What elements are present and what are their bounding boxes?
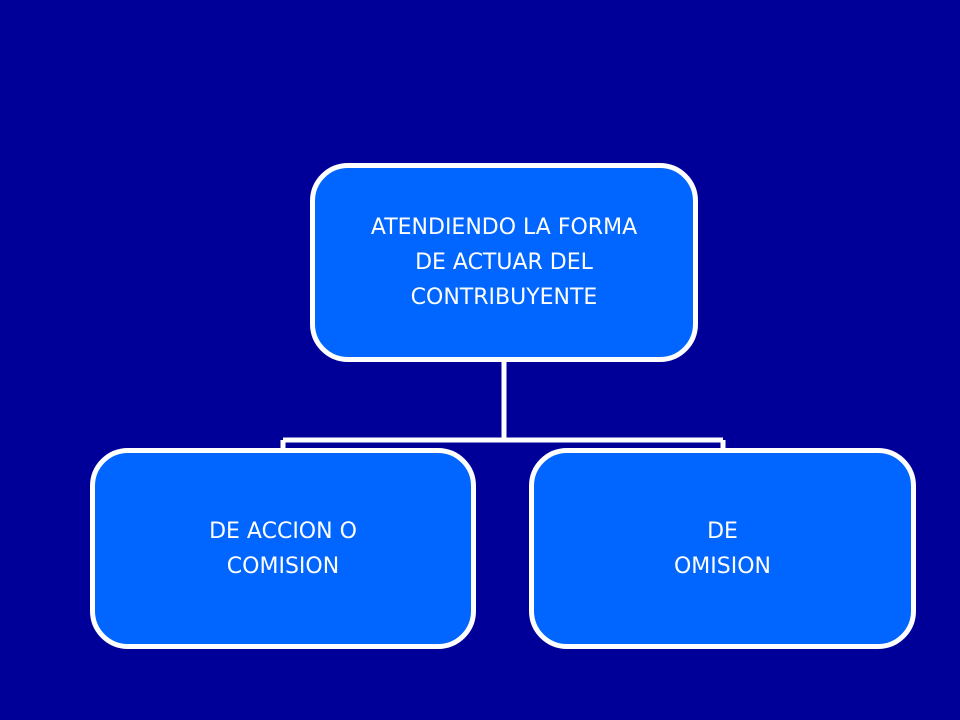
root-node-label: ATENDIENDO LA FORMA DE ACTUAR DEL CONTRI… [370, 215, 638, 310]
child-node-label-right: DE OMISION [673, 518, 771, 579]
child-node-omision: DE OMISION [529, 448, 916, 649]
child-node-accion-comision: DE ACCION O COMISION [90, 448, 476, 649]
root-node: ATENDIENDO LA FORMA DE ACTUAR DEL CONTRI… [310, 163, 698, 362]
child-node-label-left: DE ACCION O COMISION [209, 518, 357, 579]
